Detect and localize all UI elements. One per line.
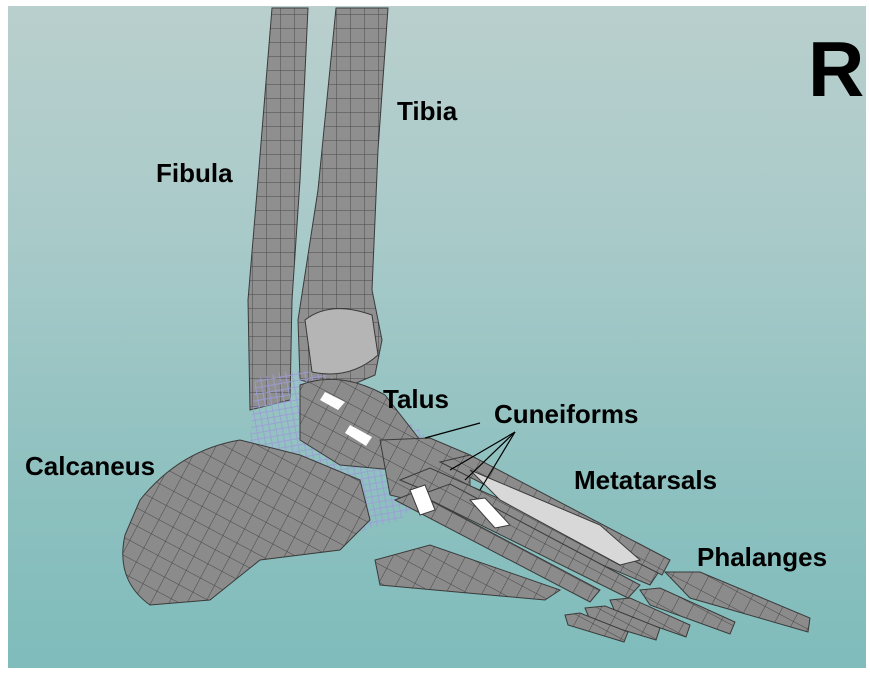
side-indicator-label: R xyxy=(808,24,864,115)
cuneiforms-label: Cuneiforms xyxy=(494,399,638,430)
talus-leader xyxy=(425,423,480,438)
phalanges-label: Phalanges xyxy=(697,542,827,573)
tibia-label: Tibia xyxy=(397,96,457,127)
fibula-label: Fibula xyxy=(156,158,233,189)
lateral-metatarsal xyxy=(375,545,560,600)
talus-label: Talus xyxy=(383,384,449,415)
metatarsals-label: Metatarsals xyxy=(574,465,717,496)
calcaneus-label: Calcaneus xyxy=(25,451,155,482)
